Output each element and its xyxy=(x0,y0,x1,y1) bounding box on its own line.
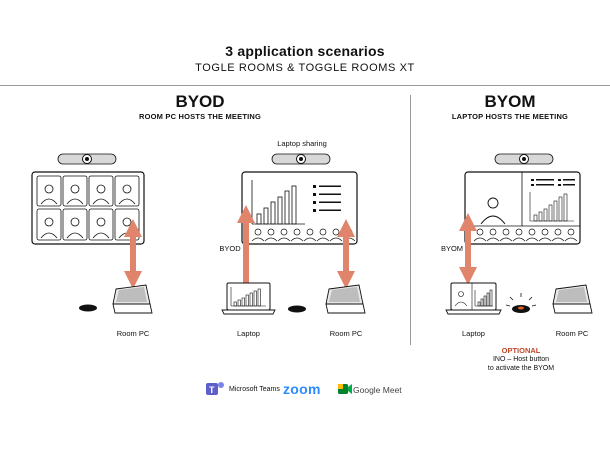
google-meet-logo: Google Meet xyxy=(353,385,402,395)
scenario-byom xyxy=(445,153,593,315)
laptop-sharing-label: Laptop sharing xyxy=(277,139,327,148)
laptop-icon xyxy=(221,282,276,315)
microphone-puck-icon xyxy=(79,304,97,312)
section-divider xyxy=(410,95,411,345)
room-pc-icon xyxy=(112,284,153,314)
laptop-label: Laptop xyxy=(462,329,485,338)
optional-line-2: to activate the BYOM xyxy=(487,365,555,372)
scenario-room-pc xyxy=(31,153,153,314)
room-pc-label: Room PC xyxy=(116,329,150,338)
byod-title: BYOD xyxy=(175,92,225,111)
camera-bar-icon xyxy=(57,153,117,165)
page-subtitle: TOGLE ROOMS & TOGGLE ROOMS XT xyxy=(195,62,415,74)
byod-side-label: BYOD xyxy=(219,244,241,253)
display-byom-icon xyxy=(464,171,581,245)
microsoft-teams-icon: T xyxy=(206,382,224,395)
room-pc-icon xyxy=(325,284,366,314)
svg-text:T: T xyxy=(209,385,215,395)
host-button-icon xyxy=(505,293,537,313)
laptop-icon xyxy=(445,282,502,315)
optional-line-1: INO – Host button xyxy=(492,356,550,363)
byom-title: BYOM xyxy=(484,92,536,111)
byod-subtitle: ROOM PC HOSTS THE MEETING xyxy=(138,112,262,121)
microphone-puck-icon xyxy=(288,305,306,313)
byom-subtitle: LAPTOP HOSTS THE MEETING xyxy=(451,112,569,121)
camera-bar-icon xyxy=(271,153,331,165)
page-title: 3 application scenarios xyxy=(225,43,385,59)
header-divider xyxy=(0,85,610,86)
display-presentation-icon xyxy=(241,171,358,245)
display-gallery-icon xyxy=(31,171,145,245)
camera-bar-icon xyxy=(494,153,554,165)
scenario-laptop-sharing xyxy=(221,153,366,315)
google-meet-icon xyxy=(338,384,352,394)
room-pc-label: Room PC xyxy=(555,329,589,338)
byom-side-label: BYOM xyxy=(440,244,464,253)
optional-label: OPTIONAL xyxy=(501,346,541,355)
microsoft-teams-logo: Microsoft Teams xyxy=(229,386,280,393)
laptop-label: Laptop xyxy=(237,329,260,338)
zoom-logo: zoom xyxy=(283,381,321,397)
room-pc-icon xyxy=(552,284,593,314)
room-pc-label: Room PC xyxy=(329,329,363,338)
